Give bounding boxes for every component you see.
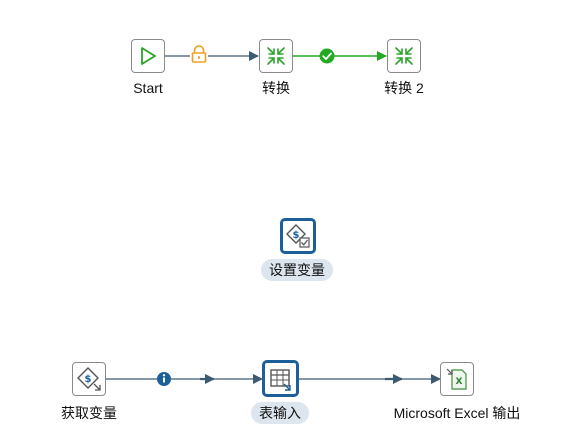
table-input-icon bbox=[269, 368, 291, 391]
start-label: Start bbox=[133, 80, 163, 96]
transformation-step-1[interactable] bbox=[259, 39, 293, 73]
svg-text:$: $ bbox=[85, 374, 92, 385]
hop-getvar-tableinput[interactable] bbox=[106, 372, 263, 386]
start-step[interactable] bbox=[131, 39, 165, 73]
transformation-label-1: 转换 bbox=[262, 80, 290, 96]
excel-output-label: Microsoft Excel 输出 bbox=[393, 405, 521, 421]
transformation-step-2[interactable] bbox=[387, 39, 421, 73]
get-variable-icon: $ bbox=[77, 367, 101, 391]
transformation-icon bbox=[267, 47, 285, 65]
transformation-label-2: 转换 2 bbox=[384, 80, 424, 96]
excel-output-step[interactable]: X bbox=[440, 362, 474, 396]
svg-text:X: X bbox=[456, 377, 463, 387]
set-variable-step[interactable]: $ bbox=[280, 218, 316, 254]
get-variable-step[interactable]: $ bbox=[72, 362, 106, 396]
hop-trans1-trans2[interactable] bbox=[292, 48, 387, 64]
info-icon[interactable] bbox=[157, 372, 171, 386]
lock-icon[interactable] bbox=[191, 45, 207, 63]
table-input-label: 表输入 bbox=[251, 402, 309, 424]
hop-start-trans1[interactable] bbox=[164, 45, 259, 64]
svg-text:$: $ bbox=[293, 230, 300, 241]
check-icon[interactable] bbox=[319, 48, 335, 64]
set-variable-label: 设置变量 bbox=[261, 259, 333, 281]
get-variable-label: 获取变量 bbox=[61, 405, 117, 421]
start-icon bbox=[141, 47, 156, 65]
set-variable-icon: $ bbox=[286, 224, 310, 248]
transformation-icon bbox=[395, 47, 413, 65]
table-input-step[interactable] bbox=[262, 360, 299, 397]
excel-output-icon: X bbox=[446, 368, 467, 390]
